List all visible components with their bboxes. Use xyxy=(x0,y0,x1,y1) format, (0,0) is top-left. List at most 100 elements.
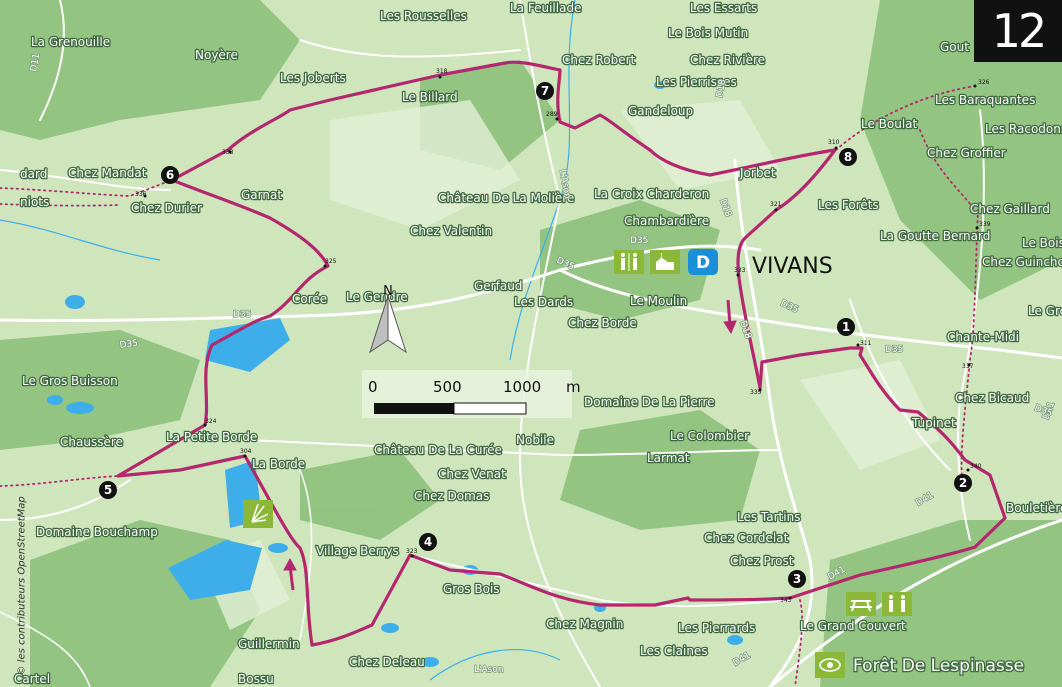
svg-text:Chez Domas: Chez Domas xyxy=(414,489,489,503)
north-arrow: N xyxy=(369,284,407,354)
svg-text:Le Colombier: Le Colombier xyxy=(670,429,749,443)
scale-mid: 500 xyxy=(433,378,462,396)
svg-text:Les Rousselles: Les Rousselles xyxy=(380,9,467,23)
svg-text:Les Essarts: Les Essarts xyxy=(690,1,757,15)
svg-text:L'Ason: L'Ason xyxy=(474,665,504,675)
svg-text:Le Moulin: Le Moulin xyxy=(630,294,687,308)
svg-text:Les Dards: Les Dards xyxy=(514,295,573,309)
svg-text:D11: D11 xyxy=(29,53,42,73)
north-label: N xyxy=(383,284,393,299)
svg-text:Chez Durier: Chez Durier xyxy=(131,201,202,215)
svg-text:311: 311 xyxy=(860,340,872,347)
svg-text:Larmat: Larmat xyxy=(647,451,690,465)
svg-text:336: 336 xyxy=(135,191,147,198)
osm-credit: © les contributeurs OpenStreetMap xyxy=(16,496,28,676)
svg-text:Jorbet: Jorbet xyxy=(739,166,776,180)
svg-text:Chez Rivière: Chez Rivière xyxy=(690,53,765,67)
svg-text:niots: niots xyxy=(20,195,49,209)
waypoint-8-label: 8 xyxy=(844,150,852,164)
svg-text:Chez Venat: Chez Venat xyxy=(438,467,506,481)
waypoint-5-label: 5 xyxy=(104,483,112,497)
svg-text:Les Baraquantes: Les Baraquantes xyxy=(935,93,1035,107)
svg-text:304: 304 xyxy=(240,448,252,455)
route-number-badge: 12 xyxy=(974,0,1062,62)
waypoint-8 xyxy=(839,148,857,166)
start-point-icon: D xyxy=(688,249,718,275)
svg-text:Chaussère: Chaussère xyxy=(60,435,123,449)
waypoint-7 xyxy=(536,82,554,100)
forest-name: Forêt De Lespinasse xyxy=(853,656,1024,676)
water-bodies xyxy=(47,81,743,667)
svg-text:Les Pierrisses: Les Pierrisses xyxy=(656,75,737,89)
svg-text:Chambardière: Chambardière xyxy=(624,214,709,228)
svg-text:321: 321 xyxy=(770,201,782,208)
svg-text:Cartel: Cartel xyxy=(14,672,50,686)
svg-text:Château De La Molière: Château De La Molière xyxy=(438,191,574,205)
svg-text:La Petite Borde: La Petite Borde xyxy=(166,430,257,444)
svg-text:Nobile: Nobile xyxy=(516,433,554,447)
waypoint-3 xyxy=(788,570,806,588)
svg-text:Tupinet: Tupinet xyxy=(911,416,956,430)
waypoint-2-label: 2 xyxy=(959,476,967,490)
svg-text:Gros Bois: Gros Bois xyxy=(443,582,500,596)
start-badge-label: D xyxy=(696,253,710,273)
svg-text:325: 325 xyxy=(325,258,337,265)
svg-text:Chez Guinchon: Chez Guinchon xyxy=(982,255,1062,269)
svg-text:Chez Valentin: Chez Valentin xyxy=(410,224,492,238)
waypoint-4 xyxy=(419,533,437,551)
waypoint-6-label: 6 xyxy=(166,168,174,182)
waypoint-5 xyxy=(99,481,117,499)
svg-text:Le Gros: Le Gros xyxy=(1028,304,1062,318)
svg-text:Bossu: Bossu xyxy=(238,672,274,686)
dotted-trails xyxy=(0,85,979,687)
svg-text:323: 323 xyxy=(406,548,418,555)
svg-text:337: 337 xyxy=(962,363,974,370)
waypoint-6 xyxy=(161,166,179,184)
svg-text:La Croix Charderon: La Croix Charderon xyxy=(594,187,709,201)
svg-text:Chante-Midi: Chante-Midi xyxy=(947,330,1019,344)
svg-text:Les Joberts: Les Joberts xyxy=(280,71,346,85)
svg-text:Les Claines: Les Claines xyxy=(640,644,708,658)
svg-text:dard: dard xyxy=(20,167,47,181)
waypoint-1-label: 1 xyxy=(842,320,850,334)
town-amenities: D xyxy=(614,249,718,275)
svg-text:Gandeloup: Gandeloup xyxy=(628,104,693,118)
viewpoint-icon xyxy=(243,500,273,528)
svg-text:Le Grand Couvert: Le Grand Couvert xyxy=(800,619,906,633)
toilets-icon xyxy=(614,250,644,274)
svg-text:Domaine Bouchamp: Domaine Bouchamp xyxy=(36,525,158,539)
eye-icon xyxy=(815,652,845,678)
svg-text:D35: D35 xyxy=(885,345,903,355)
waypoint-7-label: 7 xyxy=(541,84,549,98)
svg-text:Château De La Curée: Château De La Curée xyxy=(374,443,502,457)
svg-text:Domaine De La Pierre: Domaine De La Pierre xyxy=(584,395,715,409)
svg-text:Bouletière: Bouletière xyxy=(1006,501,1062,515)
svg-text:Le Bois Mutin: Le Bois Mutin xyxy=(668,26,748,40)
svg-text:Chez Gaillard: Chez Gaillard xyxy=(970,202,1050,216)
svg-text:Village Berrys: Village Berrys xyxy=(316,544,399,558)
svg-text:Gerfaud: Gerfaud xyxy=(474,279,522,293)
forest-poi: Forêt De Lespinasse xyxy=(815,652,1025,678)
svg-text:Noyère: Noyère xyxy=(195,48,238,62)
hiking-route xyxy=(116,60,1007,647)
waypoint-3-label: 3 xyxy=(793,572,801,586)
svg-text:289: 289 xyxy=(546,111,558,118)
svg-text:La Goutte Bernard: La Goutte Bernard xyxy=(880,229,990,243)
svg-text:324: 324 xyxy=(205,418,217,425)
picnic-icon xyxy=(846,592,876,616)
scale-zero: 0 xyxy=(368,378,378,396)
church-icon xyxy=(650,250,680,274)
svg-text:318: 318 xyxy=(436,68,448,75)
svg-text:310: 310 xyxy=(828,139,840,146)
svg-text:D18: D18 xyxy=(715,78,728,98)
scale-bar: 0 500 1000 m xyxy=(362,370,581,418)
svg-text:Le Boulat: Le Boulat xyxy=(861,117,918,131)
svg-text:Chez Groffier: Chez Groffier xyxy=(927,146,1006,160)
poi-amenities-3 xyxy=(846,592,912,616)
waypoint-1 xyxy=(837,318,855,336)
svg-text:D35: D35 xyxy=(233,310,251,320)
toilets-icon xyxy=(882,592,912,616)
svg-text:Chez Prost: Chez Prost xyxy=(730,554,794,568)
svg-text:343: 343 xyxy=(780,597,792,604)
scale-unit: m xyxy=(566,378,581,396)
